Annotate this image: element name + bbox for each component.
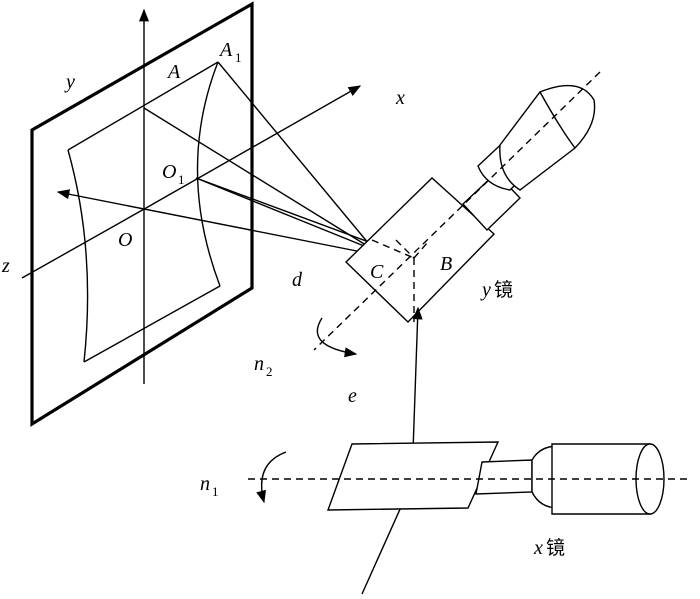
y-motor-body: [499, 84, 596, 191]
label-x-axis: x: [395, 87, 405, 109]
y-mirror-inner-dash-1: [371, 239, 415, 259]
beam-to-o1: [195, 177, 375, 251]
x-axis-line: [145, 85, 362, 209]
label-z-axis: z: [1, 255, 10, 277]
n1-rotation-arrow: [256, 451, 287, 504]
y-mirror-inner-dash-4: [395, 239, 415, 259]
label-normal-n2-sub: 2: [266, 364, 273, 379]
label-point-o: O: [118, 229, 132, 251]
n2-rotation-arrow: [316, 317, 358, 358]
x-mirror-shaft: [475, 459, 533, 495]
scan-field-top-edge: [67, 61, 219, 151]
y-motor-cap-edge: [539, 91, 576, 149]
scan-field-right-edge: [196, 61, 221, 287]
y-rotation-axis: [313, 71, 601, 351]
label-point-c: C: [370, 261, 384, 283]
beam-to-a1: [217, 61, 375, 251]
z-axis-line: [21, 207, 147, 279]
scan-field-bottom-edge: [83, 285, 221, 363]
label-normal-n1: n: [200, 473, 210, 495]
label-y-mirror-text: 镜: [494, 279, 513, 301]
label-x-mirror-text: 镜: [546, 537, 565, 559]
screen-frame: [30, 1, 254, 427]
y-mirror-inner-dash-2: [413, 241, 429, 259]
label-distance-d: d: [292, 269, 303, 291]
y-mirror-body: [344, 177, 496, 323]
label-point-a1-sub: 1: [235, 50, 242, 65]
label-y-mirror-var: y: [480, 279, 491, 301]
label-point-o1-sub: 1: [178, 172, 185, 187]
scan-field-left-edge: [67, 149, 89, 363]
label-point-o1: O: [162, 161, 176, 183]
label-normal-n2: n: [254, 353, 264, 375]
label-distance-e: e: [348, 385, 357, 407]
label-y-axis: y: [64, 71, 75, 93]
beam-to-a: [143, 107, 375, 251]
label-point-a1: A: [218, 39, 233, 61]
label-point-b: B: [440, 253, 452, 275]
label-x-mirror-var: x: [533, 537, 543, 559]
label-normal-n1-sub: 1: [212, 484, 219, 499]
label-point-a: A: [166, 61, 181, 83]
beam-arrow-left: [56, 189, 373, 255]
x-mirror-body: [326, 441, 500, 511]
